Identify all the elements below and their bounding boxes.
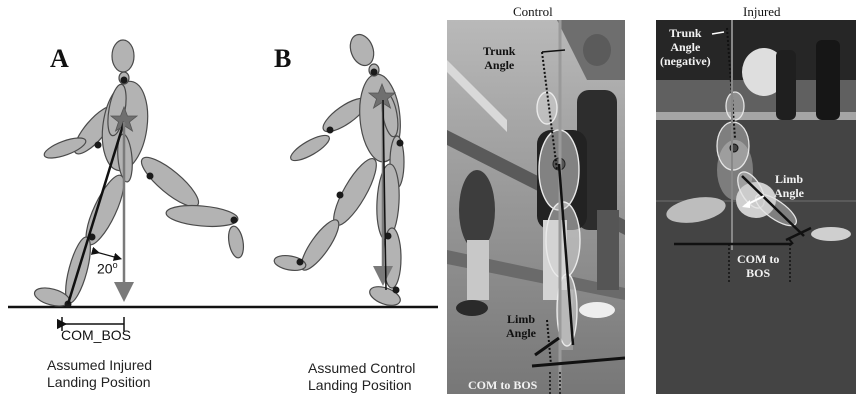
figure-a-head — [112, 40, 134, 72]
figure-b-back-forearm — [287, 131, 332, 165]
control-photo-title: Control — [513, 4, 553, 20]
figure-a-back-forearm — [42, 134, 88, 162]
caption-a: Assumed Injured Landing Position — [47, 357, 152, 391]
figure-a-rear-thigh — [135, 150, 204, 213]
figure-b-head — [346, 31, 378, 69]
figure-b-front-thigh — [375, 163, 401, 240]
injured-photo — [656, 20, 856, 394]
figure-a-rear-shin — [165, 203, 238, 229]
injured-photo-scene — [656, 20, 856, 394]
angle-label: 20o — [97, 260, 118, 277]
figure-b-rear-thigh — [326, 154, 383, 231]
injured-com-bos-label: COM to BOS — [737, 252, 779, 280]
angle-arrow — [96, 252, 118, 258]
control-limb-angle-label: Limb Angle — [506, 312, 536, 340]
injured-limb-angle-label: Limb Angle — [774, 172, 804, 200]
caption-b: Assumed Control Landing Position — [308, 360, 415, 394]
com-bos-label: COM_BOS — [61, 327, 131, 343]
control-photo-scene — [447, 20, 625, 394]
control-trunk-angle-label: Trunk Angle — [483, 44, 515, 72]
figure-a-rear-foot — [226, 225, 245, 259]
control-com-bos-label: COM to BOS — [468, 378, 537, 392]
control-photo — [447, 20, 625, 394]
figure-a — [33, 40, 246, 309]
injured-photo-title: Injured — [743, 4, 781, 20]
figure-a-joints — [65, 77, 238, 308]
injured-trunk-angle-label: Trunk Angle (negative) — [660, 26, 711, 68]
